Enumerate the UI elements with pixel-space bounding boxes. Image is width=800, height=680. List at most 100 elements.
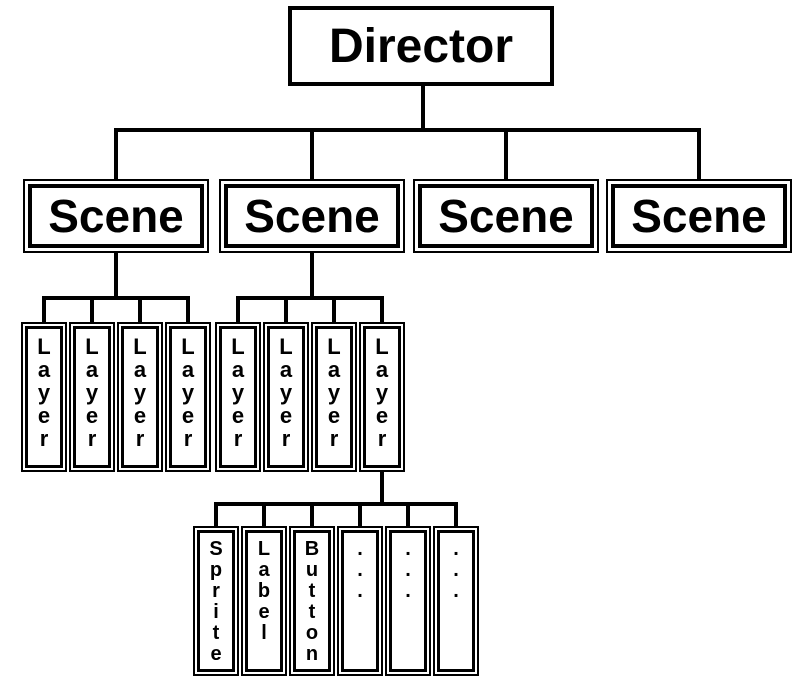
label-char: . [357, 559, 363, 581]
label-char: . [405, 538, 411, 560]
label-char: r [183, 426, 193, 451]
node-drop-3 [310, 502, 314, 528]
layer-group2-drop-1 [236, 296, 240, 324]
scene-label: Scene [631, 190, 767, 242]
layer-group1-drop-1 [42, 296, 46, 324]
label-char: n [305, 643, 319, 665]
node-drop-5 [406, 502, 410, 528]
label-char: t [308, 580, 316, 602]
label-char: e [210, 643, 222, 665]
label-char: . [357, 538, 363, 560]
label-char: b [257, 580, 271, 602]
label-char: i [213, 601, 219, 623]
label-char: r [39, 426, 49, 451]
label-char: y [327, 380, 341, 405]
label-char: y [181, 380, 195, 405]
label-char: u [305, 559, 319, 581]
ellipsis-label: ... [405, 539, 411, 602]
label-char: y [133, 380, 147, 405]
layer-group1-bus-line [42, 296, 190, 300]
label-char: o [305, 622, 319, 644]
label-char: t [308, 601, 316, 623]
label-char: . [453, 559, 459, 581]
label-char: S [209, 538, 223, 560]
scene-drop-line-1 [114, 128, 118, 180]
director-box: Director [288, 6, 554, 86]
label-char: e [181, 403, 195, 428]
label-char: a [85, 357, 99, 382]
layer-group1-drop-2 [90, 296, 94, 324]
label-char: . [453, 580, 459, 602]
label-char: r [212, 580, 220, 602]
label-char: e [85, 403, 99, 428]
node-drop-4 [358, 502, 362, 528]
ellipsis-label: ... [357, 539, 363, 602]
layer-group2-bus-line [236, 296, 382, 300]
label-char: r [233, 426, 243, 451]
label-char: a [181, 357, 195, 382]
layer-group1-drop-3 [138, 296, 142, 324]
label-char: L [327, 334, 341, 359]
label-char: . [453, 538, 459, 560]
label-char: r [377, 426, 387, 451]
label-char: e [279, 403, 293, 428]
label-char: y [279, 380, 293, 405]
label-char: l [261, 622, 267, 644]
ellipsis-box: ... [337, 526, 383, 676]
scene-drop-line-3 [504, 128, 508, 180]
label-char: L [37, 334, 51, 359]
label-char: r [135, 426, 145, 451]
label-char: y [37, 380, 51, 405]
scene-box-1: Scene [23, 179, 209, 253]
label-char: a [133, 357, 147, 382]
label-char: e [37, 403, 51, 428]
scene-drop-line-2 [310, 128, 314, 180]
node-drop-2 [262, 502, 266, 528]
label-char: y [375, 380, 389, 405]
scene-box-2: Scene [219, 179, 405, 253]
label-char: r [329, 426, 339, 451]
label-char: L [375, 334, 389, 359]
ellipsis-box: ... [433, 526, 479, 676]
director-label: Director [328, 19, 514, 73]
label-char: e [258, 601, 270, 623]
ellipsis-label: ... [453, 539, 459, 602]
label-char: L [257, 538, 271, 560]
label-char: r [87, 426, 97, 451]
scene1-trunk-line [114, 252, 118, 298]
scene2-trunk-line [310, 252, 314, 298]
label-char: a [258, 559, 270, 581]
label-char: y [231, 380, 245, 405]
label-char: B [304, 538, 320, 560]
label-char: L [279, 334, 293, 359]
label-char: L [231, 334, 245, 359]
label-char: . [405, 559, 411, 581]
layer-trunk-line [380, 470, 384, 504]
scene-label: Scene [244, 190, 380, 242]
label-char: L [133, 334, 147, 359]
label-char: e [231, 403, 245, 428]
scene-drop-line-4 [697, 128, 701, 180]
label-char: L [85, 334, 99, 359]
label-char: . [405, 580, 411, 602]
layer-group2-drop-3 [332, 296, 336, 324]
label-char: a [231, 357, 245, 382]
